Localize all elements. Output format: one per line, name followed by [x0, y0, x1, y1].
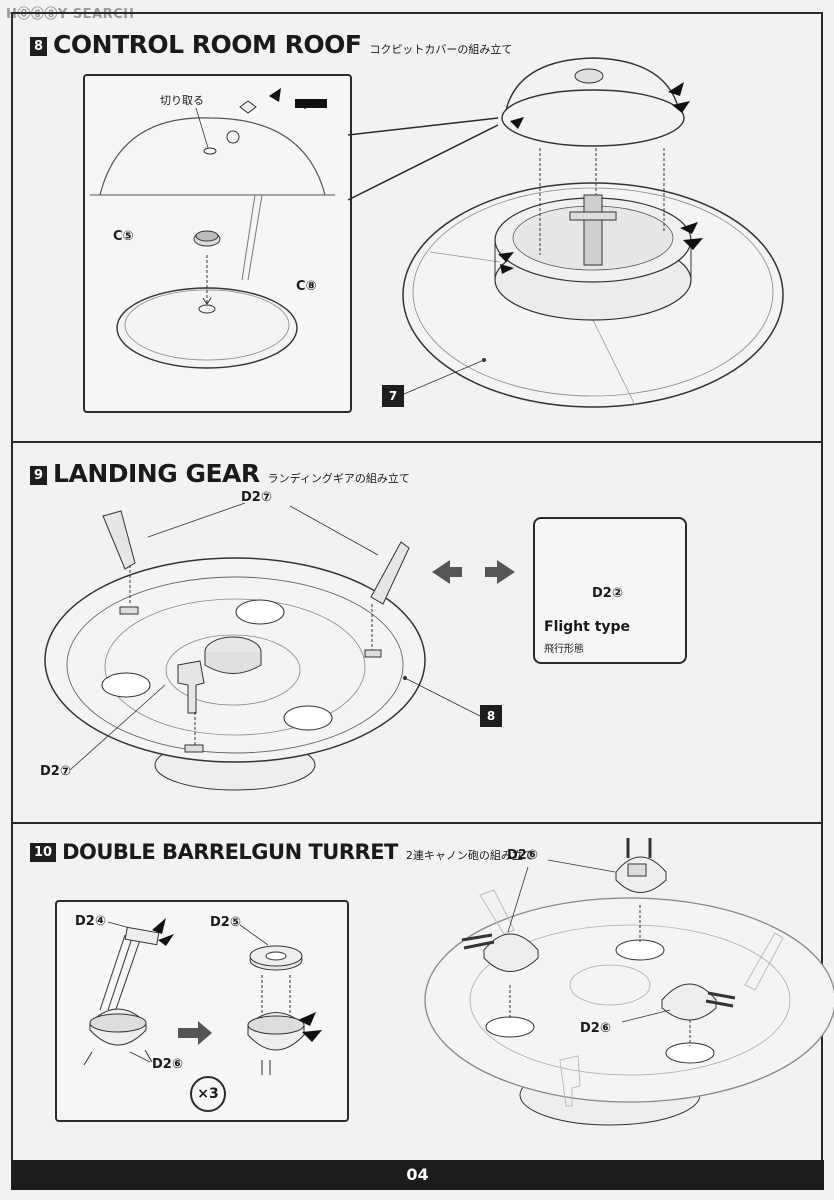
- section-divider: [11, 441, 822, 443]
- step-10-header: 10 DOUBLE BARRELGUN TURRET 2連キャノン砲の組み立て: [30, 840, 534, 865]
- part-label-d2-2: D2②: [592, 586, 623, 601]
- part-label-c5: C⑤: [113, 229, 134, 244]
- quantity-multiplier: ×3: [190, 1076, 226, 1112]
- page-number: 04: [406, 1165, 429, 1184]
- part-label-d2-6-inset: D2⑥: [152, 1057, 183, 1072]
- step-number: 10: [30, 843, 57, 862]
- step-9-header: 9 LANDING GEAR ランディングギアの組み立て: [30, 459, 410, 488]
- step-subtitle: 2連キャノン砲の組み立て: [405, 849, 534, 862]
- page-border-right: [821, 12, 823, 1160]
- part-label-d2-6-top: D2⑥: [507, 848, 538, 863]
- part-label-c8: C⑧: [296, 279, 317, 294]
- reference-callout-7: 7: [382, 385, 404, 407]
- part-label-d2-7-top: D2⑦: [241, 490, 272, 505]
- part-label-d2-5: D2⑤: [210, 915, 241, 930]
- flight-type-title: Flight type: [544, 619, 631, 635]
- step-number: 9: [30, 466, 48, 485]
- section-divider: [11, 12, 822, 14]
- flight-type-box: D2② Flight type 飛行形態: [533, 517, 687, 664]
- step-8-header: 8 CONTROL ROOM ROOF コクピットカバーの組み立て: [30, 30, 512, 59]
- flight-type-subtitle: 飛行形態: [544, 644, 584, 655]
- watermark-logo: H⓪ⓖⓖY SEARCH: [6, 7, 135, 22]
- part-label-d2-6-mid: D2⑥: [580, 1021, 611, 1036]
- section-divider: [11, 822, 822, 824]
- part-label-d2-7-left: D2⑦: [40, 764, 71, 779]
- step-title: DOUBLE BARRELGUN TURRET: [62, 840, 398, 864]
- step-number: 8: [30, 37, 48, 56]
- reference-callout-8: 8: [480, 705, 502, 727]
- part-label-d2-4: D2④: [75, 914, 106, 929]
- page-border-left: [11, 12, 13, 1160]
- step-title: CONTROL ROOM ROOF: [53, 30, 362, 59]
- step-subtitle: コクピットカバーの組み立て: [369, 43, 513, 56]
- step-8-illustration: [90, 57, 784, 408]
- step-subtitle: ランディングギアの組み立て: [267, 472, 410, 485]
- page-footer-bar: 04: [11, 1160, 824, 1190]
- cut-off-label: 切り取る: [160, 94, 204, 107]
- step-title: LANDING GEAR: [53, 459, 260, 488]
